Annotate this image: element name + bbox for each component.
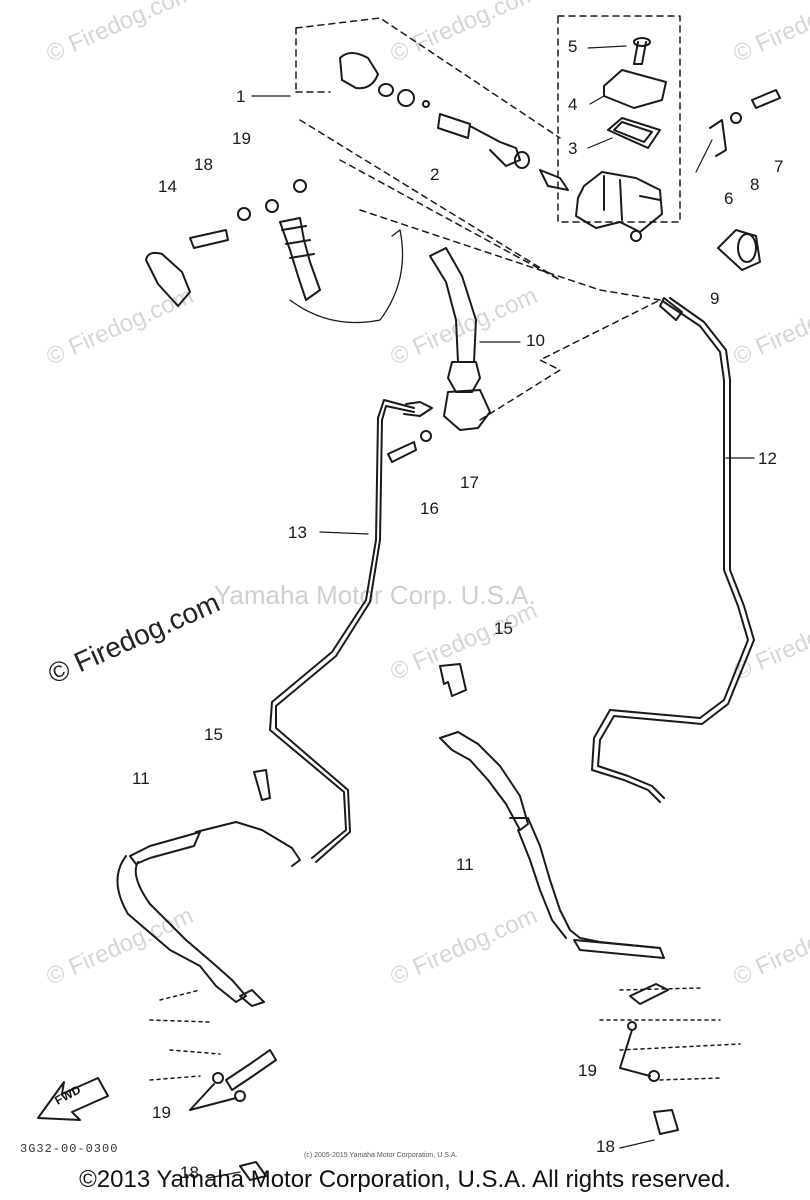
boot-9 [717, 229, 761, 271]
bolt-16 [387, 430, 432, 463]
callout-19-top: 19 [232, 129, 251, 148]
callout-19-bottom-right: 19 [578, 1061, 597, 1080]
caliper-left [149, 989, 221, 1081]
callout-7: 7 [774, 157, 784, 176]
master-cylinder-body [575, 171, 663, 242]
callout-11-right: 11 [456, 855, 474, 874]
footer-copyright: ©2013 Yamaha Motor Corporation, U.S.A. A… [79, 1166, 731, 1193]
callout-18-top: 18 [194, 155, 213, 174]
diaphragm-3 [607, 117, 661, 149]
brake-hose-10 [403, 247, 491, 431]
callout-11-left: 11 [132, 769, 150, 788]
clamp-bolt [709, 89, 781, 157]
brake-hose-upper [279, 217, 321, 301]
callout-10: 10 [526, 331, 545, 350]
leader-lines [207, 45, 755, 1179]
callout-5: 5 [568, 37, 578, 56]
bleed-screw-left [189, 1049, 277, 1181]
fwd-arrow [37, 1077, 109, 1121]
callout-4: 4 [568, 95, 578, 114]
brake-pipe-12 [591, 301, 749, 803]
callout-14: 14 [158, 177, 177, 196]
callout-9: 9 [710, 289, 720, 308]
callout-1: 1 [236, 87, 246, 106]
part-code: 3G32-00-0300 [20, 1142, 119, 1156]
union-bolt-2 [539, 169, 569, 191]
bleed-screw-right [619, 983, 679, 1135]
callout-18-bottom-right: 18 [596, 1137, 615, 1156]
master-cylinder-group [295, 15, 681, 421]
screw-5 [633, 37, 651, 65]
callout-16: 16 [420, 499, 439, 518]
callout-19-bottom-left: 19 [152, 1103, 171, 1122]
piston-kit [339, 52, 530, 169]
clip-15 [253, 663, 467, 801]
callout-6: 6 [724, 189, 734, 208]
callout-2: 2 [430, 165, 440, 184]
banjo-bolt-14 [145, 179, 307, 307]
callout-8: 8 [750, 175, 760, 194]
callout-18-bottom-left: 18 [180, 1163, 199, 1182]
callout-15-upper: 15 [494, 619, 513, 638]
callout-3: 3 [568, 139, 578, 158]
cap-4 [603, 69, 667, 109]
brake-pipe-13 [269, 399, 415, 859]
callout-17: 17 [460, 473, 479, 492]
brake-hose-11-left [116, 821, 301, 1007]
small-copyright: (c) 2005-2015 Yamaha Motor Corporation, … [304, 1152, 458, 1159]
callout-12: 12 [758, 449, 777, 468]
brake-hose-11-right [439, 731, 665, 959]
callout-15-left: 15 [204, 725, 223, 744]
callout-13: 13 [288, 523, 307, 542]
